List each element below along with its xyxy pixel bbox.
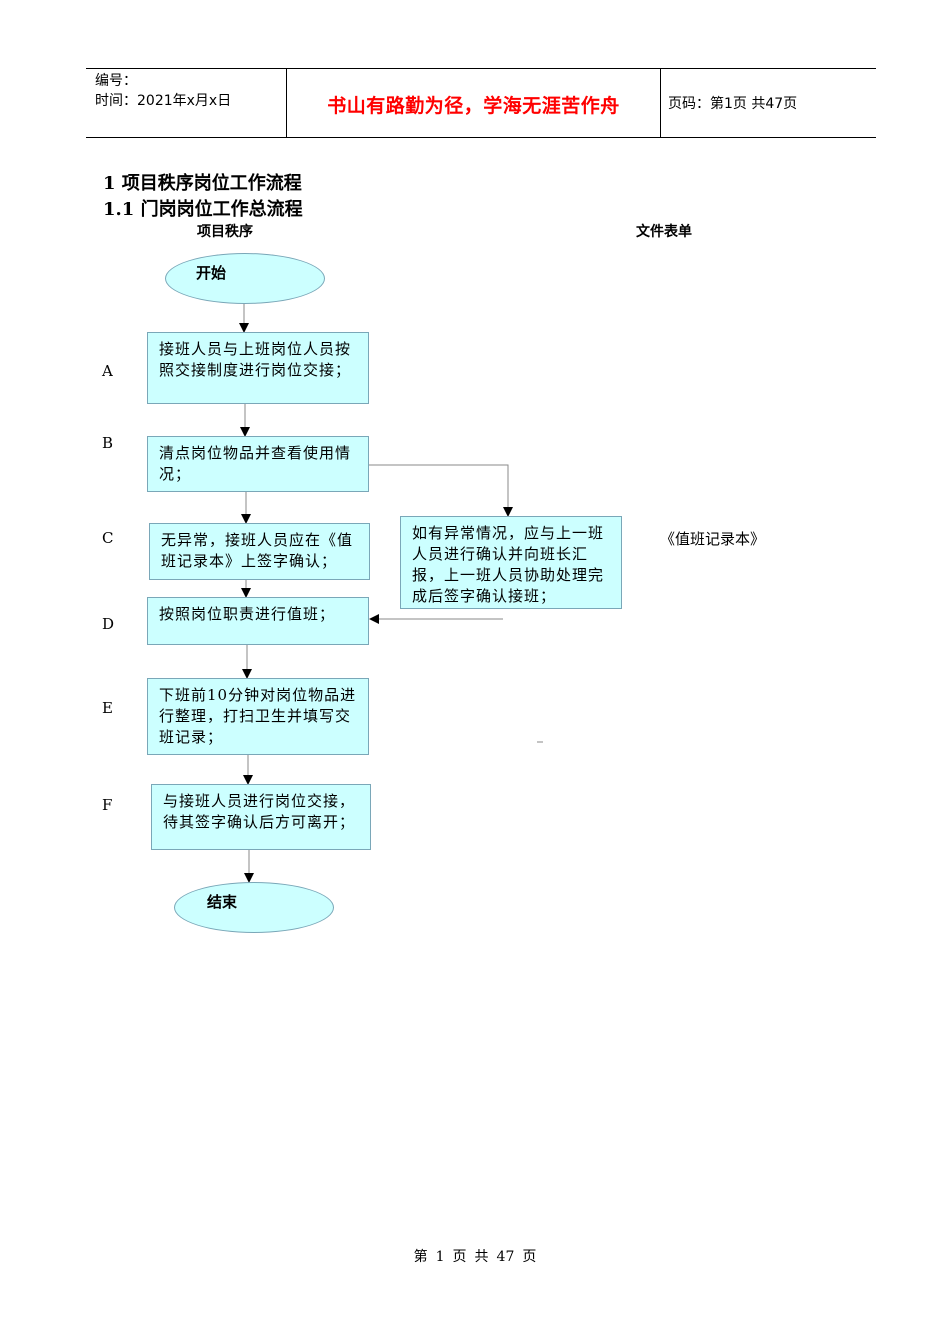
subsection-title: 1.1 门岗岗位工作总流程 [103,199,303,220]
form-reference: 《值班记录本》 [660,530,766,548]
end-node: 结束 [174,882,334,933]
column-header-left: 项目秩序 [197,224,253,240]
step-letter-d: D [102,615,115,633]
doc-time-label: 时间：2021年x月x日 [95,93,232,109]
start-label: 开始 [196,264,227,282]
step-letter-b: B [102,434,114,452]
footer-gong: 共 [474,1249,489,1265]
footer-page: 1 [435,1249,445,1265]
step-a-box: 接班人员与上班岗位人员按照交接制度进行岗位交接； [147,332,369,404]
page-header: 编号： 时间：2021年x月x日 书山有路勤为径，学海无涯苦作舟 页码：第1页 … [86,68,876,138]
header-meta: 编号： 时间：2021年x月x日 [95,71,231,111]
footer-ye: 页 [452,1249,467,1265]
section-title: 1 项目秩序岗位工作流程 [103,173,302,194]
header-page-number: 页码：第1页 共47页 [668,96,798,112]
header-divider [660,69,661,137]
step-letter-a: A [102,362,113,380]
step-d-box: 按照岗位职责进行值班； [147,597,369,645]
step-c-box: 无异常，接班人员应在《值班记录本》上签字确认； [149,523,370,580]
doc-number-label: 编号： [95,73,137,89]
end-label: 结束 [207,893,238,911]
step-b-box: 清点岗位物品并查看使用情况； [147,436,369,492]
branch-exception-box: 如有异常情况，应与上一班人员进行确认并向班长汇报，上一班人员协助处理完成后签字确… [400,516,622,609]
header-divider [286,69,287,137]
step-f-box: 与接班人员进行岗位交接，待其签字确认后方可离开； [151,784,371,850]
arrow-b-to-branch [369,464,513,517]
start-node: 开始 [165,253,325,304]
step-e-box: 下班前10分钟对岗位物品进行整理，打扫卫生并填写交班记录； [147,678,369,755]
footer-total: 47 [496,1249,515,1265]
column-header-right: 文件表单 [636,224,692,240]
header-motto: 书山有路勤为径，学海无涯苦作舟 [327,95,620,117]
footer-di: 第 [413,1249,428,1265]
footer-ye2: 页 [522,1249,537,1265]
step-letter-e: E [102,699,113,717]
step-letter-c: C [102,529,114,547]
step-letter-f: F [102,796,113,814]
